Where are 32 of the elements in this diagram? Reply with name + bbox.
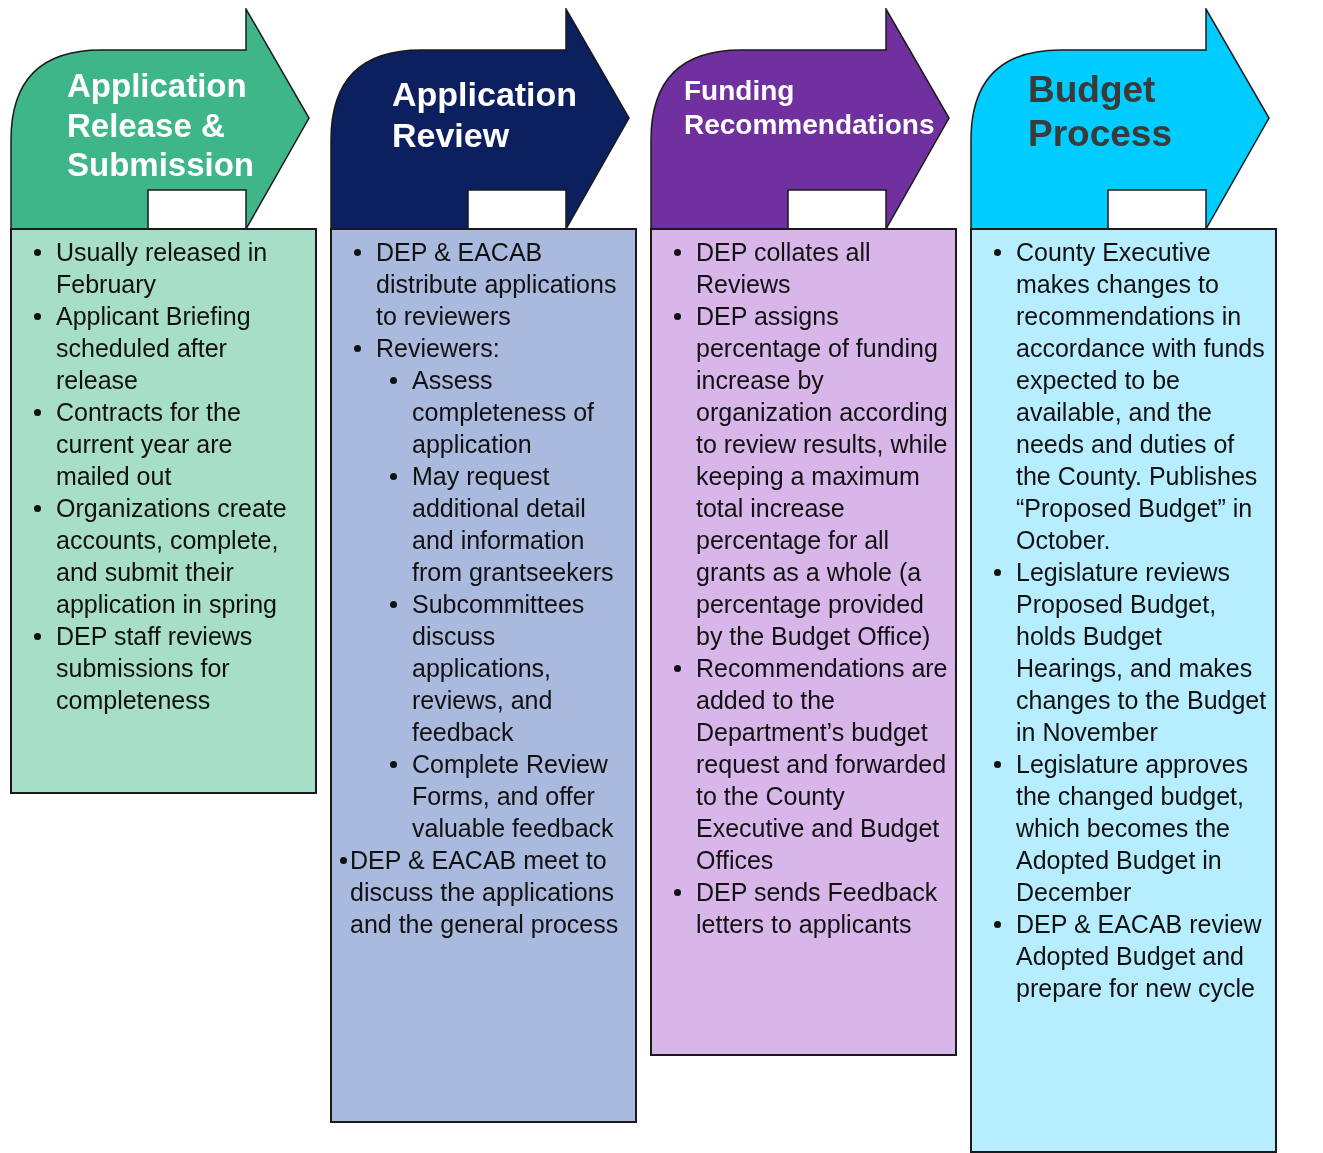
step-heading: Application Review (392, 74, 579, 156)
bullet-text: Subcommittees discuss applications, reviews, and feedback (412, 589, 586, 748)
step-heading: Application Release & Submission (67, 66, 256, 185)
step-arrow (330, 8, 630, 230)
step-panel (650, 228, 957, 1056)
bullet-text: County Executive makes changes to recommendations in accordance with funds expected to be available, and the needs and duties of the County. Publishes “Proposed Budget” in October. (1016, 237, 1266, 556)
step-heading: Funding Recommendations (684, 74, 934, 142)
bullet-text: Legislature approves the changed budget, which becomes the Adopted Budget in December (1016, 749, 1250, 908)
bullet-text: Reviewers: (376, 333, 501, 364)
bullet-text: Organizations create accounts, complete, and submit their application in spring (56, 493, 288, 620)
bullet-text: DEP assigns percentage of funding increase by organization according to review results, while keeping a maximum total increase percentage for all grants as a whole (a percentage provided by the Budget Office) (696, 301, 949, 652)
bullet-text: DEP sends Feedback letters to applicants (696, 877, 939, 940)
bullet-text: Assess completeness of application (412, 365, 596, 460)
bullet-text: DEP & EACAB distribute applications to reviewers (376, 237, 618, 332)
step-arrow (970, 8, 1270, 230)
bullet-text: Legislature reviews Proposed Budget, holds Budget Hearings, and makes changes to the Budget in November (1016, 557, 1268, 748)
bullet-text: Applicant Briefing scheduled after release (56, 301, 252, 396)
step-heading: Budget Process (1028, 68, 1173, 157)
bullet-text: Contracts for the current year are mailed out (56, 397, 242, 492)
bullet-text: May request additional detail and information from grantseekers (412, 461, 615, 588)
bullet-text: Usually released in February (56, 237, 269, 300)
bullet-text: Recommendations are added to the Department’s budget request and forwarded to the County Executive and Budget Offices (696, 653, 949, 876)
step-arrow (10, 8, 310, 230)
bullet-text: DEP staff reviews submissions for completeness (56, 621, 254, 716)
step-panel (330, 228, 637, 1123)
bullet-text: DEP & EACAB meet to discuss the applications and the general process (350, 845, 620, 940)
bullet-text: DEP & EACAB review Adopted Budget and prepare for new cycle (1016, 909, 1263, 1004)
step-arrow (650, 8, 950, 230)
bullet-text: Complete Review Forms, and offer valuable feedback (412, 749, 615, 844)
step-panel (10, 228, 317, 794)
bullet-text: DEP collates all Reviews (696, 237, 872, 300)
step-panel (970, 228, 1277, 1153)
